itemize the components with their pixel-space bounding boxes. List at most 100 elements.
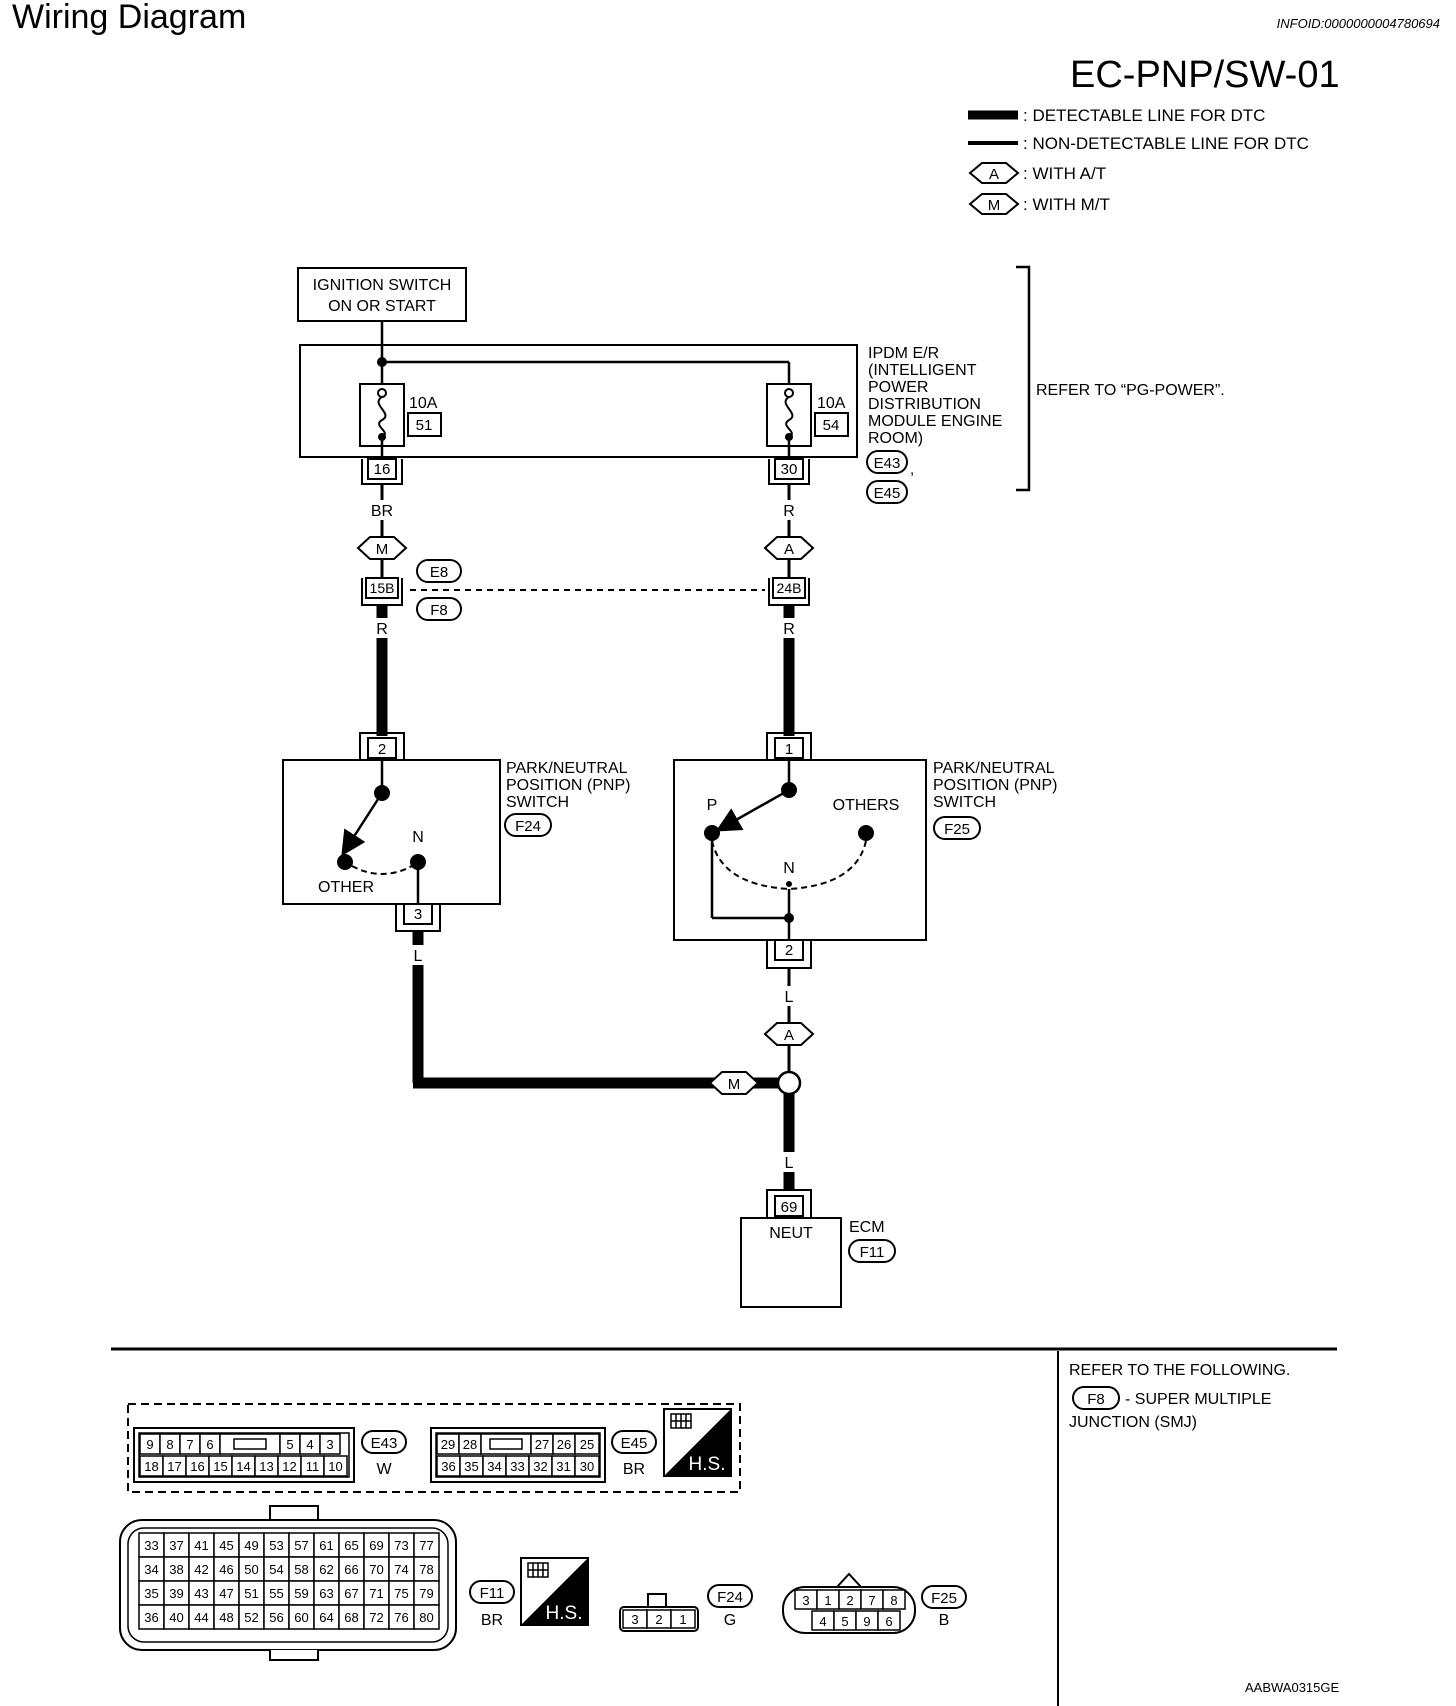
svg-text:2: 2 bbox=[655, 1612, 662, 1627]
connector-f25: 3 1 2 7 8 4 5 9 6 bbox=[782, 1572, 916, 1634]
f11-pin-cell bbox=[213, 1532, 240, 1558]
svg-text:1: 1 bbox=[679, 1612, 686, 1627]
f11-pin-label: 39 bbox=[169, 1586, 183, 1601]
svg-text:26: 26 bbox=[557, 1437, 571, 1452]
f11-pin-cell bbox=[388, 1532, 415, 1558]
svg-text:25: 25 bbox=[580, 1437, 594, 1452]
pnp-f25-label-n: N bbox=[783, 860, 795, 877]
f11-pin-label: 69 bbox=[369, 1538, 383, 1553]
svg-text:F11: F11 bbox=[480, 1585, 505, 1602]
f11-pin-label: 43 bbox=[194, 1586, 208, 1601]
svg-text:31: 31 bbox=[556, 1459, 570, 1474]
svg-text:15B: 15B bbox=[370, 580, 395, 596]
ecm-connector: F11 bbox=[848, 1239, 896, 1263]
f11-pin-label: 79 bbox=[419, 1586, 433, 1601]
f11-pin-label: 33 bbox=[144, 1538, 158, 1553]
f11-pin-cell bbox=[188, 1532, 215, 1558]
f11-pin-label: 63 bbox=[319, 1586, 333, 1601]
f25-row1-pins: 3 1 2 7 8 bbox=[794, 1589, 906, 1610]
svg-text:(INTELLIGENT: (INTELLIGENT bbox=[868, 362, 977, 379]
junction-connector-e8: E8 bbox=[416, 559, 462, 583]
f11-pin-label: 35 bbox=[144, 1586, 158, 1601]
pnp-f25-label-p: P bbox=[707, 797, 718, 814]
f11-pin-label: 78 bbox=[419, 1562, 433, 1577]
svg-text:F8: F8 bbox=[1087, 1391, 1105, 1408]
connector-f11-color: BR bbox=[481, 1612, 503, 1629]
svg-text:A: A bbox=[989, 166, 999, 183]
f11-pin-cell bbox=[413, 1604, 440, 1630]
f11-pin-label: 50 bbox=[244, 1562, 258, 1577]
svg-text:M: M bbox=[376, 541, 389, 558]
svg-text:34: 34 bbox=[487, 1459, 501, 1474]
connector-f25-tag: F25 bbox=[921, 1585, 967, 1609]
svg-text:36: 36 bbox=[441, 1459, 455, 1474]
terminal-30: 30 bbox=[768, 458, 810, 485]
f11-pin-label: 49 bbox=[244, 1538, 258, 1553]
svg-text:9: 9 bbox=[146, 1437, 153, 1452]
svg-text:4: 4 bbox=[306, 1437, 313, 1452]
f11-pin-label: 76 bbox=[394, 1610, 408, 1625]
pnp-f24-bottom-terminal: 3 bbox=[414, 906, 422, 923]
ignition-line1: IGNITION SWITCH bbox=[313, 277, 452, 294]
f11-pin-label: 77 bbox=[419, 1538, 433, 1553]
f11-pin-label: 61 bbox=[319, 1538, 333, 1553]
f11-pin-cell bbox=[363, 1580, 390, 1606]
svg-text:33: 33 bbox=[510, 1459, 524, 1474]
ignition-line2: ON OR START bbox=[328, 298, 436, 315]
terminal-16: 16 bbox=[361, 458, 403, 485]
connector-e43: 9 8 7 6 5 4 3 18 17 16 15 14 bbox=[133, 1427, 355, 1483]
svg-text:ROOM): ROOM) bbox=[868, 430, 923, 447]
pnp-f25-connector: F25 bbox=[933, 816, 981, 840]
f11-pin-label: 59 bbox=[294, 1586, 308, 1601]
svg-text:MODULE ENGINE: MODULE ENGINE bbox=[868, 413, 1002, 430]
svg-text:F25: F25 bbox=[931, 1590, 957, 1607]
svg-text:29: 29 bbox=[441, 1437, 455, 1452]
connector-f24: 3 2 1 bbox=[619, 1593, 699, 1632]
f11-pin-label: 40 bbox=[169, 1610, 183, 1625]
junction-connector-f8: F8 bbox=[416, 597, 462, 621]
f11-pin-cell bbox=[288, 1604, 315, 1630]
svg-text:10: 10 bbox=[328, 1459, 342, 1474]
refer-power-bracket bbox=[1016, 265, 1031, 492]
svg-text:15: 15 bbox=[213, 1459, 227, 1474]
f11-pin-label: 45 bbox=[219, 1538, 233, 1553]
svg-text:6: 6 bbox=[885, 1614, 892, 1629]
svg-text:16: 16 bbox=[374, 461, 391, 478]
splice-point bbox=[776, 1070, 802, 1096]
svg-text:SWITCH: SWITCH bbox=[933, 794, 996, 811]
connector-group-dashed bbox=[127, 1403, 741, 1493]
svg-text:7: 7 bbox=[186, 1437, 193, 1452]
junction-terminal-24b: 24B bbox=[768, 577, 810, 606]
svg-text:1: 1 bbox=[824, 1593, 831, 1608]
f11-pin-cell bbox=[363, 1532, 390, 1558]
f11-pin-label: 71 bbox=[369, 1586, 383, 1601]
f11-pin-cell bbox=[338, 1532, 365, 1558]
f11-pin-label: 66 bbox=[344, 1562, 358, 1577]
pnp-f25-label: PARK/NEUTRAL POSITION (PNP) SWITCH bbox=[933, 760, 1057, 811]
f11-pin-label: 75 bbox=[394, 1586, 408, 1601]
legend-mt-text: : WITH M/T bbox=[1023, 195, 1110, 214]
f11-pin-label: 55 bbox=[269, 1586, 283, 1601]
svg-text:H.S.: H.S. bbox=[689, 1454, 726, 1475]
f11-pin-label: 37 bbox=[169, 1538, 183, 1553]
connector-e43-tag: E43 bbox=[361, 1430, 407, 1454]
svg-text:12: 12 bbox=[282, 1459, 296, 1474]
f11-pin-cell bbox=[413, 1556, 440, 1582]
ipdm-connector-e45: E45 bbox=[866, 480, 908, 504]
f11-pin-label: 47 bbox=[219, 1586, 233, 1601]
svg-text:14: 14 bbox=[236, 1459, 250, 1474]
connector-plug-icon bbox=[670, 1413, 692, 1429]
wire-color-l-left: L bbox=[414, 948, 423, 965]
f11-pin-label: 34 bbox=[144, 1562, 158, 1577]
svg-text:18: 18 bbox=[144, 1459, 158, 1474]
f11-pin-cell bbox=[213, 1604, 240, 1630]
f11-pin-label: 67 bbox=[344, 1586, 358, 1601]
svg-text:POWER: POWER bbox=[868, 379, 928, 396]
f11-pin-label: 74 bbox=[394, 1562, 408, 1577]
svg-text:30: 30 bbox=[781, 461, 798, 478]
f11-pin-cell bbox=[188, 1604, 215, 1630]
svg-text:4: 4 bbox=[819, 1614, 826, 1629]
